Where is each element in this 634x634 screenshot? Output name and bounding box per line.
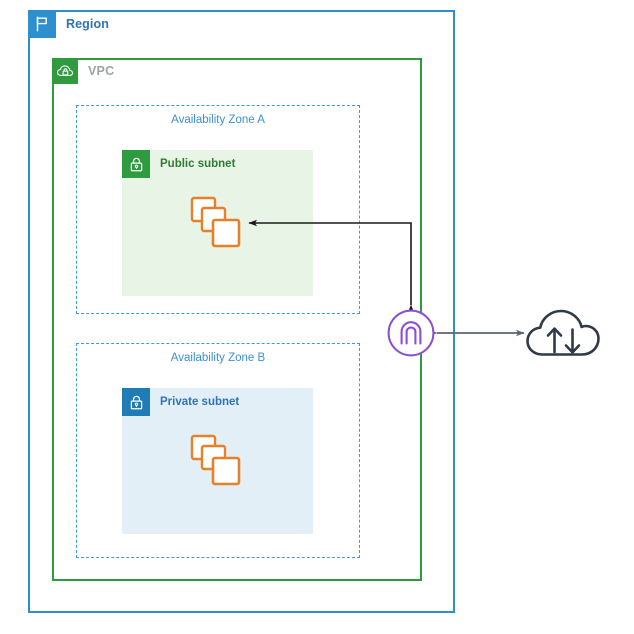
vpc-cloud-lock-icon (52, 58, 78, 84)
region-flag-icon (28, 10, 56, 38)
private-subnet-header: Private subnet (122, 388, 239, 416)
region-label: Region (66, 17, 109, 31)
internet-cloud-icon (524, 303, 606, 365)
internet-gateway-icon (387, 309, 435, 357)
public-subnet-label: Public subnet (160, 158, 236, 170)
instance-stack-icon (190, 196, 248, 252)
lock-icon (122, 150, 150, 178)
lock-icon (122, 388, 150, 416)
availability-zone-a-container: Availability Zone A (76, 105, 360, 314)
instance-stack-icon (190, 434, 248, 490)
region-header: Region (28, 10, 109, 38)
availability-zone-b-label: Availability Zone B (170, 352, 266, 364)
public-subnet-header: Public subnet (122, 150, 235, 178)
private-subnet-label: Private subnet (160, 396, 240, 408)
availability-zone-a-label: Availability Zone A (171, 114, 265, 126)
availability-zone-b-container: Availability Zone B (76, 343, 360, 558)
vpc-label: VPC (88, 64, 115, 78)
region-container (28, 10, 455, 613)
vpc-header: VPC (52, 58, 114, 84)
